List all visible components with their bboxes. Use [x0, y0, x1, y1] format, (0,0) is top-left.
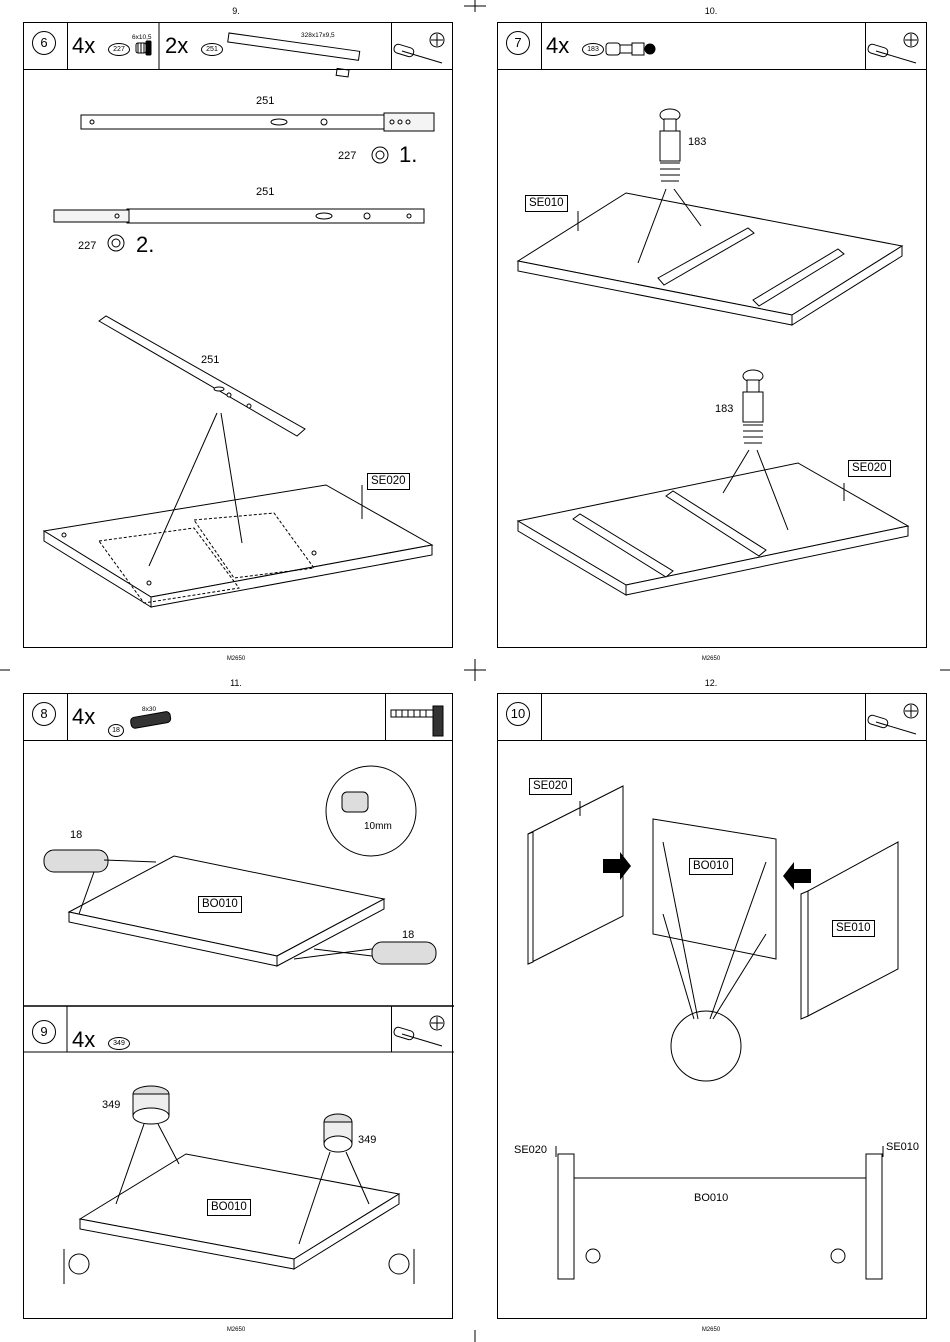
- panel-label: SE020: [848, 460, 891, 477]
- panel-label: BO010: [689, 858, 733, 875]
- panel-callout: BO010: [694, 1192, 728, 1204]
- doc-code: M2650: [681, 656, 741, 662]
- screwdriver-icon: [391, 1006, 452, 1052]
- step-7-panel: 7 4x 183: [497, 22, 927, 648]
- screw-label: 227: [338, 150, 356, 162]
- dowel-label: 18: [402, 929, 414, 941]
- doc-code: M2650: [206, 656, 266, 662]
- assembly-illustration: [24, 694, 454, 1320]
- cam-label: 349: [358, 1134, 376, 1146]
- step-number: 9: [32, 1020, 56, 1044]
- panel-label: BO010: [207, 1199, 251, 1216]
- order-label: 1.: [399, 142, 417, 168]
- page-number: 10.: [681, 6, 741, 16]
- bolt-label: 183: [688, 136, 706, 148]
- step-10-panel: 10 SE020 BO010 SE010: [497, 693, 927, 1319]
- order-label: 2.: [136, 232, 154, 258]
- doc-code: M2650: [681, 1327, 741, 1333]
- panel-label: BO010: [198, 896, 242, 913]
- step-6-panel: 6 4x 227 6x10,5 2x 251 328x17x9,5: [23, 22, 453, 648]
- rail-label: 251: [256, 186, 274, 198]
- screw-label: 227: [78, 240, 96, 252]
- depth-label: 10mm: [364, 821, 392, 832]
- doc-code: M2650: [206, 1327, 266, 1333]
- bolt-label: 183: [715, 403, 733, 415]
- steps-8-9-panel: 8 4x 18 8x30: [23, 693, 453, 1319]
- panel-label: SE020: [529, 778, 572, 795]
- qty-label: 4x: [72, 1027, 95, 1053]
- rail-label: 251: [201, 354, 219, 366]
- panel-label: SE010: [525, 195, 568, 212]
- page-number: 9.: [206, 6, 266, 16]
- panel-label: SE010: [832, 920, 875, 937]
- assembly-illustration: [24, 23, 454, 649]
- page-number: 11.: [206, 678, 266, 688]
- dowel-label: 18: [70, 829, 82, 841]
- page-number: 12.: [681, 678, 741, 688]
- cam-label: 349: [102, 1099, 120, 1111]
- panel-callout: SE020: [514, 1144, 547, 1156]
- part-badge: 349: [108, 1037, 130, 1050]
- panel-callout: SE010: [886, 1141, 919, 1153]
- rail-label: 251: [256, 95, 274, 107]
- assembly-illustration: [498, 23, 928, 649]
- panel-label: SE020: [367, 473, 410, 490]
